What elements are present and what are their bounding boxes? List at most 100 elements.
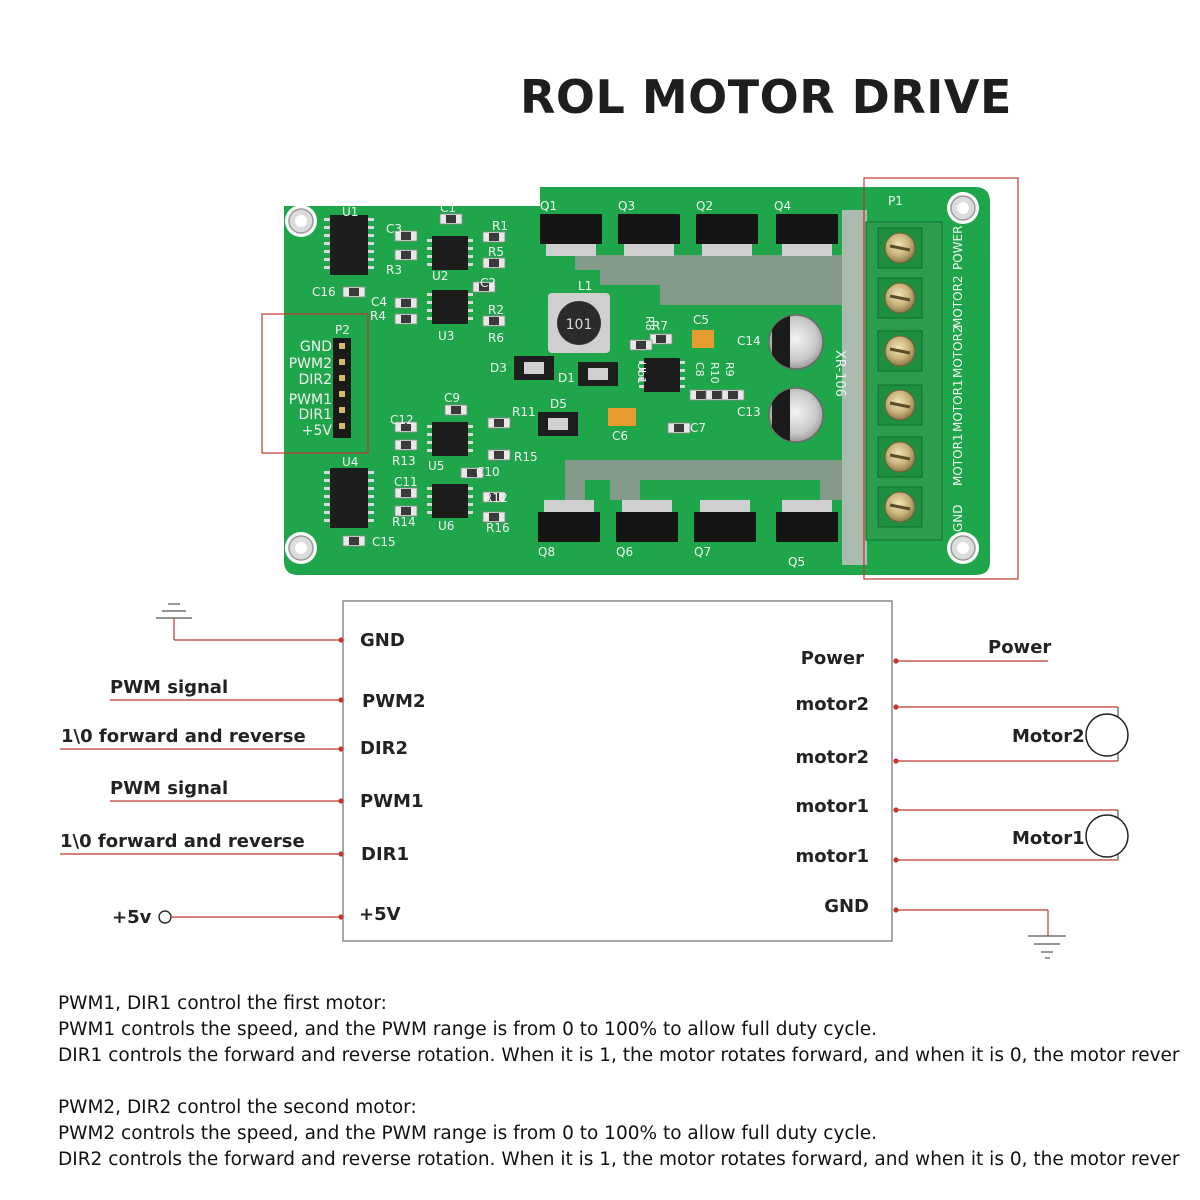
header-pin-dir1: DIR1 <box>298 407 332 423</box>
box-pin-motor1b: motor1 <box>796 846 870 867</box>
silk-r6: R6 <box>488 331 504 345</box>
silk-u2: U2 <box>432 269 448 283</box>
motor1-icon <box>1085 814 1129 858</box>
mounting-hole-icon <box>946 191 980 225</box>
silk-r13: R13 <box>392 454 416 468</box>
signal-dir1: 1\0 forward and reverse <box>60 831 305 852</box>
box-pin-pwm1: PWM1 <box>360 791 423 812</box>
mosfet-q8 <box>538 500 600 542</box>
header-pin-pwm1: PWM1 <box>289 392 332 408</box>
box-pin-motor2a: motor2 <box>796 694 870 715</box>
capacitor-c14 <box>768 314 824 370</box>
pin-header-p2 <box>333 338 351 438</box>
silk-p2: P2 <box>335 323 350 337</box>
signal-motor2: Motor2 <box>1012 726 1085 747</box>
signal-power: Power <box>988 637 1051 658</box>
terminal-label-motor2b: MOTOR2 <box>951 325 965 378</box>
driver-box <box>342 600 893 942</box>
silk-r11: R11 <box>512 405 536 419</box>
silk-ub1: Ub1 <box>635 362 648 384</box>
silk-c9: C9 <box>444 391 460 405</box>
ground-icon <box>1028 935 1066 959</box>
header-pin-dir2: DIR2 <box>298 372 332 388</box>
box-pin-motor1a: motor1 <box>796 796 870 817</box>
screw-terminal-p1 <box>865 221 943 541</box>
header-highlight-box <box>261 313 369 454</box>
mounting-hole-icon <box>946 531 980 565</box>
diode-d1 <box>578 362 618 386</box>
signal-pwm1: PWM signal <box>110 778 228 799</box>
supply-terminal-icon <box>158 910 172 924</box>
silk-c8: C8 <box>693 362 706 377</box>
silk-q5: Q5 <box>788 555 805 569</box>
silk-u3: U3 <box>438 329 454 343</box>
terminal-highlight-box <box>863 177 1019 580</box>
box-pin-pwm2: PWM2 <box>362 691 425 712</box>
box-pin-gnd-right: GND <box>824 896 869 917</box>
description-line-2: PWM1 controls the speed, and the PWM ran… <box>58 1019 877 1040</box>
ic-u3 <box>427 290 473 324</box>
silk-c12: C12 <box>390 413 414 427</box>
ground-icon <box>156 603 192 619</box>
box-pin-gnd: GND <box>360 630 405 651</box>
header-pin-pwm2: PWM2 <box>289 356 332 372</box>
silk-r14: R14 <box>392 515 416 529</box>
silk-r16: R16 <box>486 521 510 535</box>
silk-c4: C4 <box>371 295 387 309</box>
diode-d3 <box>514 356 554 380</box>
silk-r5: R5 <box>488 245 504 259</box>
silk-c10: C10 <box>476 465 500 479</box>
capacitor-c5 <box>692 330 714 348</box>
silk-q4: Q4 <box>774 199 791 213</box>
box-pin-dir2: DIR2 <box>360 738 408 759</box>
terminal-label-motor1a: MOTOR1 <box>951 379 965 432</box>
silk-q3: Q3 <box>618 199 635 213</box>
terminal-label-motor1b: MOTOR1 <box>951 433 965 486</box>
silk-q6: Q6 <box>616 545 633 559</box>
box-pin-dir1: DIR1 <box>361 844 409 865</box>
silk-c16: C16 <box>312 285 336 299</box>
terminal-label-power: POWER <box>951 226 965 270</box>
description-line-5: PWM2 controls the speed, and the PWM ran… <box>58 1123 877 1144</box>
silk-r3: R3 <box>386 263 402 277</box>
silk-r15: R15 <box>514 450 538 464</box>
silk-d3: D3 <box>490 361 507 375</box>
silk-c14: C14 <box>737 334 761 348</box>
description-line-4: PWM2, DIR2 control the second motor: <box>58 1097 417 1118</box>
header-pin-gnd: GND <box>300 339 332 355</box>
inductor-l1 <box>548 293 610 353</box>
description-line-1: PWM1, DIR1 control the first motor: <box>58 993 387 1014</box>
silk-r8: R8 <box>643 316 656 331</box>
silk-c5: C5 <box>693 313 709 327</box>
silk-r1: R1 <box>492 219 508 233</box>
silk-d5: D5 <box>550 397 567 411</box>
silk-r2: R2 <box>488 303 504 317</box>
silk-p1: P1 <box>888 194 903 208</box>
silk-c11: C11 <box>394 475 418 489</box>
ic-u5 <box>427 422 473 456</box>
silk-u5: U5 <box>428 459 444 473</box>
silk-q8: Q8 <box>538 545 555 559</box>
ic-u2 <box>427 236 473 270</box>
silk-u4: U4 <box>342 455 358 469</box>
silk-c7: C7 <box>690 421 706 435</box>
motor2-icon <box>1085 713 1129 757</box>
description-line-3: DIR1 controls the forward and reverse ro… <box>58 1045 1180 1066</box>
silk-c6: C6 <box>612 429 628 443</box>
silk-c13: C13 <box>737 405 761 419</box>
box-pin-power: Power <box>801 648 864 669</box>
copper-traces <box>565 210 867 565</box>
ic-u4 <box>324 468 374 528</box>
diode-d5 <box>538 412 578 436</box>
mosfet-q3 <box>618 214 680 256</box>
mosfet-q6 <box>616 500 678 542</box>
box-pin-motor2b: motor2 <box>796 747 870 768</box>
mosfet-q5 <box>776 500 838 542</box>
silk-q2: Q2 <box>696 199 713 213</box>
signal-motor1: Motor1 <box>1012 828 1085 849</box>
signal-pwm2: PWM signal <box>110 677 228 698</box>
mosfet-q1 <box>540 214 602 256</box>
ic-u6 <box>427 484 473 518</box>
mounting-hole-icon <box>284 204 318 238</box>
